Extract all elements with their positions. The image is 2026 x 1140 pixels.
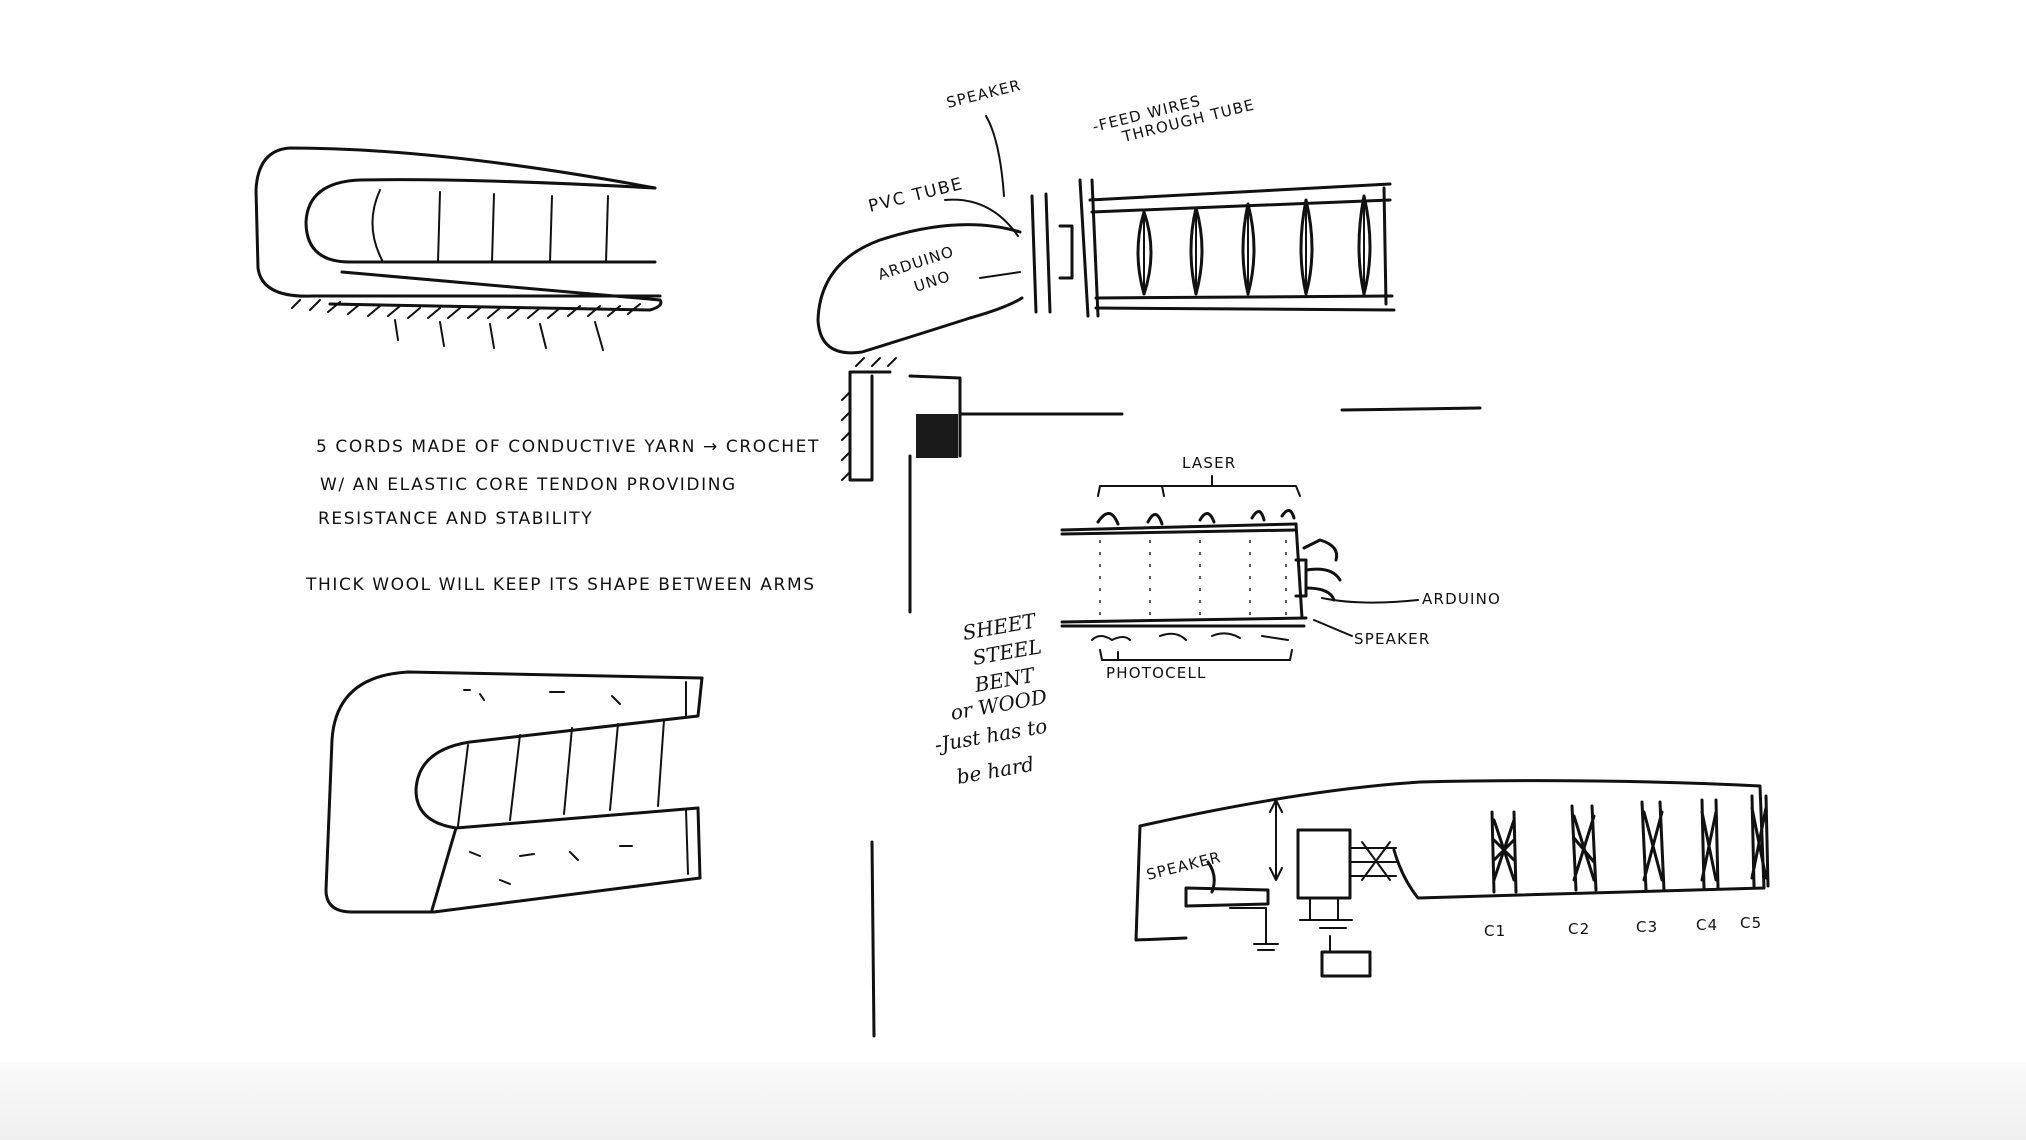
sheet-note-5: -Just has to [933,714,1049,757]
laser-sketch: LASER PHOTOCELL ARDUINO SPEAKER SHEET ST… [841,357,1501,789]
pvc-tube-label: PVC TUBE [866,174,965,217]
c-frame-sketch-bottom [324,670,704,914]
c-frame-sketch-top [254,146,663,351]
photocell-label: PHOTOCELL [1106,664,1207,682]
cord-c1-label: C1 [1484,922,1506,940]
note-line-3: RESISTANCE AND STABILITY [318,509,593,529]
cord-c3-label: C3 [1636,918,1658,936]
section-speaker-label: SPEAKER [1145,848,1224,884]
note-line-4: THICK WOOL WILL KEEP ITS SHAPE BETWEEN A… [305,575,816,595]
cross-section-sketch: SPEAKER C1 C2 C3 C4 C5 [1134,779,1770,978]
bottom-band [0,1062,2026,1140]
cord-c4-label: C4 [1696,916,1718,934]
laser-speaker-label: SPEAKER [1354,630,1430,648]
tube-speaker-label: SPEAKER [945,76,1024,112]
cord-c2-label: C2 [1568,920,1590,938]
corner-block [916,414,958,458]
pvc-tube-sketch: SPEAKER -FEED WIRES THROUGH TUBE PVC TUB… [816,76,1396,355]
cord-c5-label: C5 [1740,914,1762,932]
laser-label: LASER [1182,454,1236,472]
design-notes: 5 CORDS MADE OF CONDUCTIVE YARN → CROCHE… [305,437,820,595]
divider-line [870,840,876,1038]
note-line-2: W/ AN ELASTIC CORE TENDON PROVIDING [320,475,737,495]
laser-arduino-label: ARDUINO [1422,590,1501,608]
note-line-1: 5 CORDS MADE OF CONDUCTIVE YARN → CROCHE… [316,437,820,457]
sheet-note-6: be hard [955,752,1036,789]
